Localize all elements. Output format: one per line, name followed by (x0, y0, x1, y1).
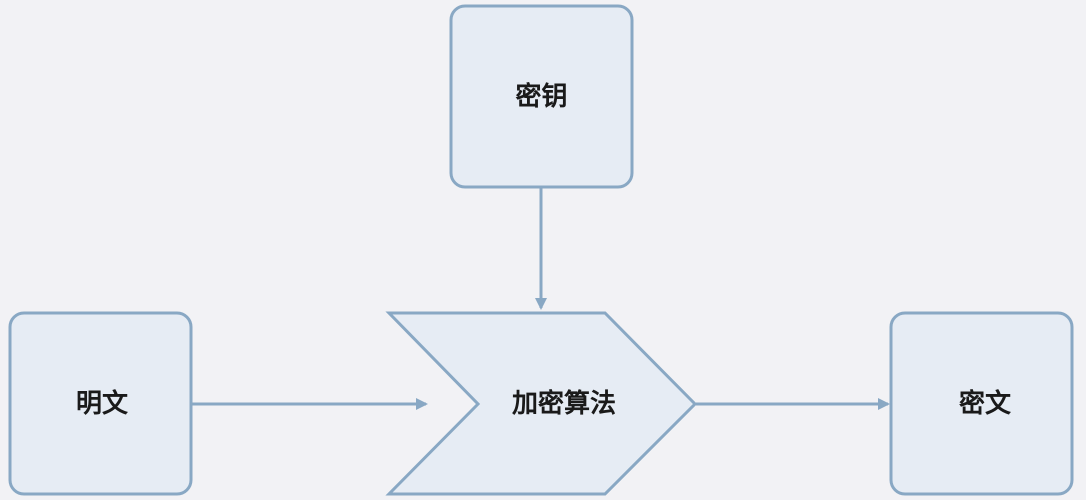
key-node: 密钥 (449, 4, 634, 189)
plaintext-label: 明文 (76, 388, 129, 419)
algorithm-label: 加密算法 (512, 388, 616, 419)
plaintext-node: 明文 (8, 311, 193, 496)
ciphertext-box (889, 311, 1074, 496)
ciphertext-node: 密文 (889, 311, 1074, 496)
algorithm-node: 加密算法 (385, 311, 698, 496)
plaintext-box (8, 311, 193, 496)
key-label: 密钥 (515, 81, 567, 112)
algorithm-chevron (385, 311, 698, 496)
key-box (449, 4, 634, 189)
ciphertext-label: 密文 (959, 388, 1012, 419)
